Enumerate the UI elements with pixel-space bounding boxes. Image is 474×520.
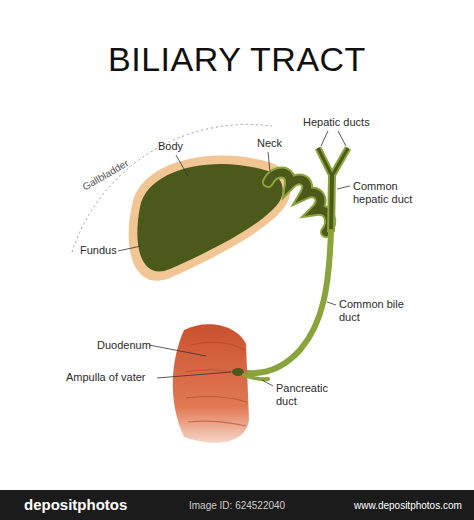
part-label: Common bile duct bbox=[339, 298, 409, 324]
part-label: Duodenum bbox=[97, 339, 151, 352]
region-label: Gallbladder bbox=[80, 156, 131, 193]
part-label: Body bbox=[158, 140, 183, 153]
image-id: Image ID: 624522040 bbox=[189, 499, 285, 512]
part-label: Common hepatic duct bbox=[353, 180, 433, 206]
part-label: Fundus bbox=[80, 244, 117, 257]
part-label: Ampulla of vater bbox=[66, 371, 145, 384]
watermark-url: www.depositphotos.com bbox=[354, 499, 462, 512]
part-label: Hepatic ducts bbox=[303, 116, 370, 129]
part-label: Pancreatic duct bbox=[276, 382, 346, 408]
watermark-logo: depositphotos bbox=[24, 496, 127, 514]
diagram-title: BILIARY TRACT bbox=[0, 40, 474, 79]
part-label: Neck bbox=[257, 137, 282, 150]
